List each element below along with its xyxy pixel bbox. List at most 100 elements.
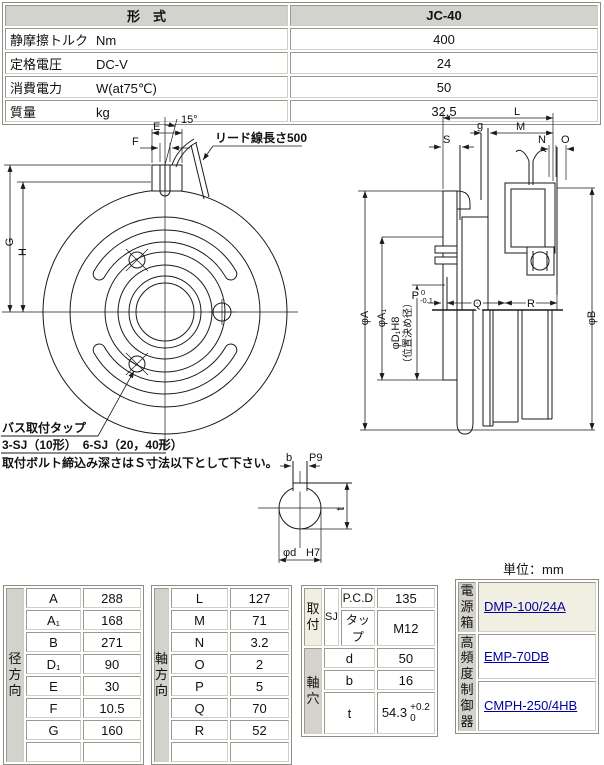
dim-value: 90 [83,654,141,674]
spec-label: 静摩擦トルク [10,32,89,48]
shaft-bore-detail: b P9 t φd H7 [258,452,352,563]
table-row: CMPH-250/4HB [458,680,596,731]
positioning-dia-label: （位置決め径） [401,298,414,368]
dim-label-h: H [17,248,29,256]
dim-value: 3.2 [230,632,289,652]
dim-symbol: F [26,698,81,718]
bolt-depth-note: 取付ボルト締込み深さはＳ寸法以下として下さい。 [2,455,278,470]
hf-controller-cell-1: EMP-70DB [478,633,596,679]
table-row: 軸方向 L 127 [154,588,289,762]
angle-label: 15° [181,114,198,126]
technical-drawing: 15° E F リード線長さ500 G H バス取付タップ 3-SJ（10形） … [1,106,598,563]
spec-unit: W(at75℃) [96,80,157,96]
spec-unit: DC-V [96,56,128,72]
dim-label-o: O [561,134,570,146]
d-label: d [324,648,375,668]
dim-label-e: E [153,121,160,133]
dim-symbol: M [171,610,228,630]
power-box-header: 電源箱 [458,582,476,632]
dim-symbol: O [171,654,228,674]
tap-value: M12 [376,610,435,646]
pcd-label: P.C.D [340,588,375,608]
tap-hole-lower [125,352,149,376]
dim-label-l: L [514,106,520,118]
dim-label-f: F [132,136,139,148]
t-label: t [324,692,375,734]
spec-value: 50 [290,76,598,98]
dim-label-t: t [335,507,347,510]
shaft-hole-header: 軸穴 [304,648,322,734]
table-row: タップ M12 [304,610,435,646]
lead-wires [171,138,210,200]
dim-value: 168 [83,610,141,630]
dim-label-n: N [538,134,546,146]
b-label: b [324,670,375,690]
b-value: 16 [376,670,435,690]
table-row [6,742,141,762]
key-fit-label: P9 [309,452,322,464]
spec-unit: kg [96,104,110,120]
front-view-drawing: 15° E F リード線長さ500 G H バス取付タップ 3-SJ（10形） … [1,114,307,470]
radial-header: 径方向 [6,588,24,762]
mount-header: 取付 [304,588,322,646]
spec-row-power: 消費電力 W(at75℃) 50 [5,76,598,98]
dim-symbol: N [171,632,228,652]
dim-value: 30 [83,676,141,696]
t-tolerance-upper: +0.2 [410,701,430,713]
spec-label: 消費電力 [10,80,63,96]
dia-label: φd [283,547,296,559]
power-box-cell: DMP-100/24A [478,582,596,632]
power-box-link[interactable]: DMP-100/24A [484,599,566,615]
dim-label-gap: g [477,120,483,132]
dim-symbol: G [26,720,81,740]
dim-symbol: P [171,676,228,696]
dim-label-g: G [4,238,16,247]
hf-controller-link-1[interactable]: EMP-70DB [484,648,550,664]
tap-label: タップ [340,610,375,646]
dim-symbol: L [171,588,228,608]
dim-value: 127 [230,588,289,608]
dim-label-phi-d1: φD₁H8 [390,317,402,350]
controller-table: 電源箱 DMP-100/24A 高頻度制御器 EMP-70DB CMPH-250… [455,579,599,734]
table-row: 高頻度制御器 EMP-70DB [458,633,596,731]
dim-value: 2 [230,654,289,674]
dim-label-q: Q [473,298,482,310]
plain-hole-right [209,299,235,325]
mounting-table: 取付 SJ P.C.D 135 タップ M12 軸穴 d 50 b 16 t 5… [301,585,438,737]
table-row: 軸穴 d 50 [304,648,435,734]
dim-label-phi-b: φB [586,311,598,325]
dim-label-m: M [516,121,525,133]
table-row: 電源箱 DMP-100/24A [458,582,596,632]
dim-symbol: R [171,720,228,740]
tap-hole-upper [125,248,149,272]
dim-value: 52 [230,720,289,740]
lead-wire-note: リード線長さ500 [215,130,307,145]
t-value: 54.3 [381,704,408,720]
dim-label-s: S [443,134,450,146]
hf-controller-link-2[interactable]: CMPH-250/4HB [484,698,578,714]
dim-label-b: b [286,452,292,464]
dim-label-phi-a: φA [359,310,371,325]
spec-value: 400 [290,28,598,50]
table-row: 径方向 A 288 [6,588,141,762]
spec-label: 質量 [10,104,37,120]
axial-header: 軸方向 [154,588,169,762]
d-value: 50 [376,648,435,668]
tap-note-line2: 3-SJ（10形） 6-SJ（20，40形） [2,437,183,452]
dim-symbol: E [26,676,81,696]
dim-value: 5 [230,676,289,696]
spec-value: 24 [290,52,598,74]
dim-symbol: A₁ [26,610,81,630]
